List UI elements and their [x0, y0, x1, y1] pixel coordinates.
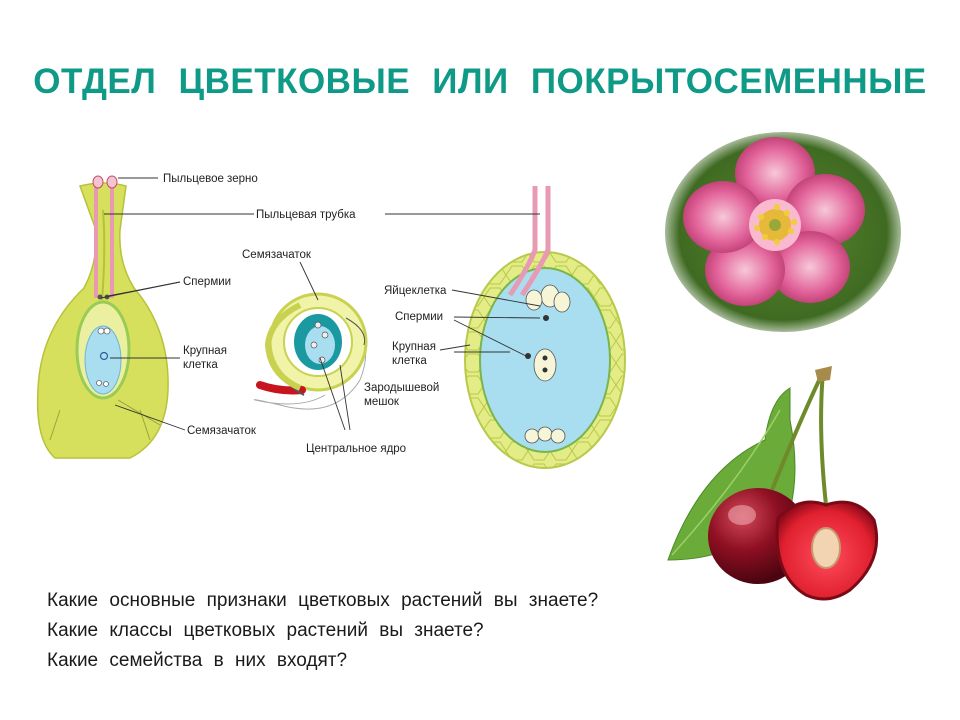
rose-photo — [665, 132, 901, 332]
label-pointers — [100, 177, 541, 431]
label-ovule-top: Семязачаток — [242, 249, 312, 261]
label-sperm-left: Спермии — [183, 276, 231, 288]
label-central-nucleus: Центральное ядро — [306, 443, 406, 455]
label-pollen-tube: Пыльцевая трубка — [256, 209, 356, 221]
question-3: Какие семейства в них входят? — [47, 650, 348, 671]
label-ovule-bottom: Семязачаток — [187, 425, 257, 437]
label-large-cell-r2: клетка — [392, 355, 427, 367]
pistil-drawing — [36, 175, 169, 459]
label-sperm-right: Спермии — [395, 311, 443, 323]
page-title: ОТДЕЛ ЦВЕТКОВЫЕ ИЛИ ПОКРЫТОСЕМЕННЫЕ — [33, 62, 927, 101]
ovule-drawing — [253, 292, 368, 410]
label-large-cell-1: Крупная — [183, 345, 227, 357]
label-large-cell-2: клетка — [183, 359, 218, 371]
label-embryo-sac-1: Зародышевой — [364, 382, 439, 394]
label-embryo-sac-2: мешок — [364, 396, 400, 408]
embryo-sac-drawing — [464, 186, 626, 469]
cherry-photo — [667, 366, 879, 601]
label-pollen-grain: Пыльцевое зерно — [163, 173, 258, 185]
label-egg-cell: Яйцеклетка — [384, 285, 447, 297]
label-large-cell-r1: Крупная — [392, 341, 436, 353]
question-1: Какие основные признаки цветковых растен… — [47, 590, 599, 611]
question-2: Какие классы цветковых растений вы знает… — [47, 620, 484, 641]
